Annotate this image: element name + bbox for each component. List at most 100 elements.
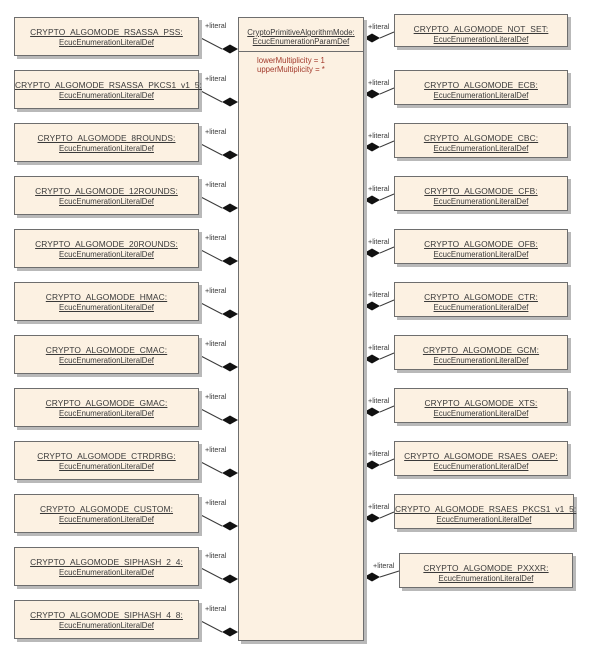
literal-role-label: +literal — [368, 22, 390, 31]
association-line — [198, 619, 223, 633]
composition-diamond — [222, 627, 238, 637]
literal-type: EcucEnumerationLiteralDef — [59, 568, 154, 577]
lower-multiplicity: lowerMultiplicity = 1 — [257, 56, 325, 65]
composition-diamond — [364, 301, 380, 311]
association-line — [198, 248, 223, 262]
literal-type: EcucEnumerationLiteralDef — [433, 35, 529, 44]
left-literal-box: CRYPTO_ALGOMODE_12ROUNDS:EcucEnumeration… — [14, 176, 199, 215]
literal-role-label: +literal — [368, 502, 390, 511]
literal-role-label: +literal — [205, 498, 227, 507]
literal-name: CRYPTO_ALGOMODE_CMAC: — [45, 345, 168, 355]
association-line — [198, 460, 223, 474]
literal-name: CRYPTO_ALGOMODE_RSASSA_PSS: — [30, 27, 183, 37]
association-line — [198, 513, 223, 527]
composition-diamond — [222, 415, 238, 425]
param-def-class-box: CryptoPrimitiveAlgorithmMode: EcucEnumer… — [238, 17, 364, 641]
literal-role-label: +literal — [205, 339, 227, 348]
left-literal-box: CRYPTO_ALGOMODE_SIPHASH_2_4:EcucEnumerat… — [14, 547, 199, 586]
right-literal-box: CRYPTO_ALGOMODE_RSAES_OAEP:EcucEnumerati… — [394, 441, 568, 476]
literal-name: CRYPTO_ALGOMODE_CUSTOM: — [39, 504, 174, 514]
composition-diamond — [364, 460, 380, 470]
left-literal-box: CRYPTO_ALGOMODE_RSASSA_PSS:EcucEnumerati… — [14, 17, 199, 56]
composition-diamond — [222, 309, 238, 319]
left-literal-box: CRYPTO_ALGOMODE_CTRDRBG:EcucEnumerationL… — [14, 441, 199, 480]
association-line — [198, 195, 223, 209]
upper-multiplicity: upperMultiplicity = * — [257, 65, 325, 74]
literal-name: CRYPTO_ALGOMODE_NOT_SET: — [413, 24, 549, 34]
literal-role-label: +literal — [205, 551, 227, 560]
composition-diamond — [222, 256, 238, 266]
literal-name: CRYPTO_ALGOMODE_GCM: — [422, 345, 540, 355]
right-literal-box: CRYPTO_ALGOMODE_XTS:EcucEnumerationLiter… — [394, 388, 568, 423]
association-line — [198, 354, 223, 368]
right-literal-box: CRYPTO_ALGOMODE_NOT_SET:EcucEnumerationL… — [394, 14, 568, 47]
association-line — [379, 193, 395, 201]
composition-diamond — [364, 195, 380, 205]
literal-name: CRYPTO_ALGOMODE_ECB: — [424, 80, 538, 90]
left-literal-box: CRYPTO_ALGOMODE_HMAC:EcucEnumerationLite… — [14, 282, 199, 321]
association-line — [198, 142, 223, 156]
literal-role-label: +literal — [205, 604, 227, 613]
literal-role-label: +literal — [205, 74, 227, 83]
literal-name: CRYPTO_ALGOMODE_CTRDRBG: — [37, 451, 176, 461]
association-line — [198, 301, 223, 315]
param-def-name: CryptoPrimitiveAlgorithmMode: — [247, 28, 355, 37]
composition-diamond — [222, 150, 238, 160]
left-literal-box: CRYPTO_ALGOMODE_GMAC:EcucEnumerationLite… — [14, 388, 199, 427]
literal-role-label: +literal — [205, 180, 227, 189]
association-line — [379, 511, 395, 519]
literal-type: EcucEnumerationLiteralDef — [433, 303, 529, 312]
association-line — [198, 89, 223, 103]
literal-type: EcucEnumerationLiteralDef — [433, 409, 529, 418]
association-line — [379, 31, 395, 39]
param-def-type: EcucEnumerationParamDef — [252, 37, 350, 46]
literal-type: EcucEnumerationLiteralDef — [59, 515, 154, 524]
literal-role-label: +literal — [205, 445, 227, 454]
literal-type: EcucEnumerationLiteralDef — [433, 144, 529, 153]
literal-type: EcucEnumerationLiteralDef — [59, 621, 154, 630]
composition-diamond — [222, 521, 238, 531]
literal-type: EcucEnumerationLiteralDef — [433, 91, 529, 100]
association-line — [379, 299, 395, 307]
literal-role-label: +literal — [368, 184, 390, 193]
composition-diamond — [364, 248, 380, 258]
right-literal-box: CRYPTO_ALGOMODE_CFB:EcucEnumerationLiter… — [394, 176, 568, 211]
literal-type: EcucEnumerationLiteralDef — [59, 250, 154, 259]
association-line — [379, 140, 395, 148]
literal-type: EcucEnumerationLiteralDef — [59, 462, 154, 471]
literal-type: EcucEnumerationLiteralDef — [59, 409, 154, 418]
literal-name: CRYPTO_ALGOMODE_SIPHASH_2_4: — [30, 557, 183, 567]
literal-name: CRYPTO_ALGOMODE_HMAC: — [45, 292, 168, 302]
literal-name: CRYPTO_ALGOMODE_PXXXR: — [423, 563, 549, 573]
literal-type: EcucEnumerationLiteralDef — [59, 356, 154, 365]
composition-diamond — [364, 142, 380, 152]
literal-type: EcucEnumerationLiteralDef — [59, 303, 154, 312]
composition-diamond — [364, 407, 380, 417]
literal-role-label: +literal — [205, 127, 227, 136]
literal-type: EcucEnumerationLiteralDef — [433, 462, 529, 471]
literal-type: EcucEnumerationLiteralDef — [59, 144, 154, 153]
literal-role-label: +literal — [373, 561, 395, 570]
literal-role-label: +literal — [368, 237, 390, 246]
literal-role-label: +literal — [368, 131, 390, 140]
literal-name: CRYPTO_ALGOMODE_CTR: — [424, 292, 538, 302]
right-literal-box: CRYPTO_ALGOMODE_CBC:EcucEnumerationLiter… — [394, 123, 568, 158]
right-literal-box: CRYPTO_ALGOMODE_GCM:EcucEnumerationLiter… — [394, 335, 568, 370]
literal-role-label: +literal — [205, 286, 227, 295]
left-literal-box: CRYPTO_ALGOMODE_SIPHASH_4_8:EcucEnumerat… — [14, 600, 199, 639]
composition-diamond — [222, 44, 238, 54]
composition-diamond — [222, 97, 238, 107]
composition-diamond — [364, 89, 380, 99]
left-literal-box: CRYPTO_ALGOMODE_20ROUNDS:EcucEnumeration… — [14, 229, 199, 268]
composition-diamond — [364, 513, 380, 523]
literal-name: CRYPTO_ALGOMODE_XTS: — [424, 398, 538, 408]
literal-name: CRYPTO_ALGOMODE_RSASSA_PKCS1_v1_5: — [15, 80, 202, 90]
association-line — [379, 352, 395, 360]
association-line — [379, 405, 395, 413]
literal-type: EcucEnumerationLiteralDef — [59, 197, 154, 206]
literal-type: EcucEnumerationLiteralDef — [436, 515, 532, 524]
composition-diamond — [222, 203, 238, 213]
composition-diamond — [222, 362, 238, 372]
composition-diamond — [364, 572, 380, 582]
param-def-header: CryptoPrimitiveAlgorithmMode: EcucEnumer… — [239, 18, 363, 52]
